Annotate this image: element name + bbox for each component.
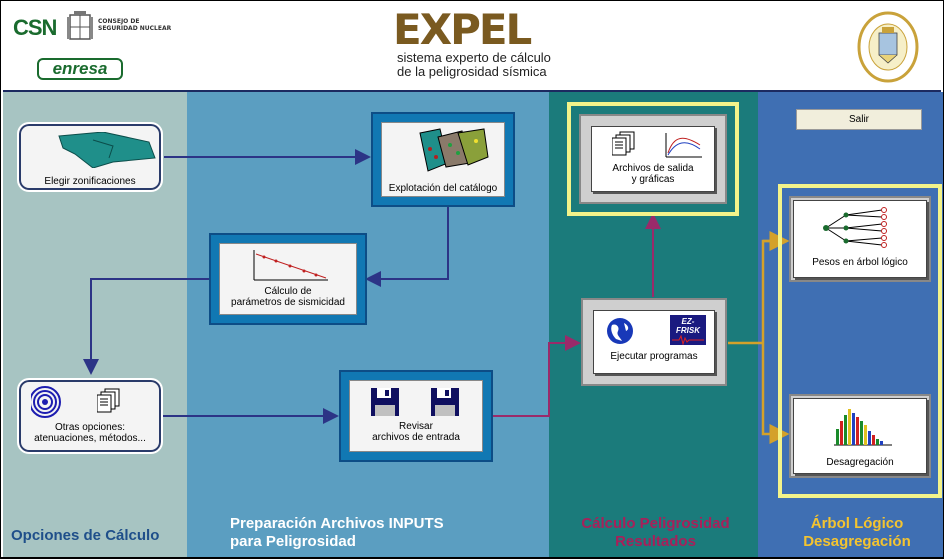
archivos-salida-line2: y gráficas: [631, 174, 675, 185]
revisar-archivos-line2: archivos de entrada: [372, 432, 460, 443]
logic-tree-icon: [823, 207, 887, 248]
revisar-archivos-label: Revisar archivos de entrada: [350, 421, 482, 443]
expel-subtitle-line2: de la peligrosidad sísmica: [397, 64, 547, 79]
calculo-column-title: Cálculo Peligrosidad Resultados: [553, 515, 758, 551]
ezfrisk-icon: EZ-FRISK: [670, 315, 706, 346]
regression-chart-icon: [253, 250, 328, 281]
coat-of-arms-icon: [67, 11, 93, 40]
elegir-zonificaciones-label: Elegir zonificaciones: [44, 176, 136, 187]
calculo-title-line1: Cálculo Peligrosidad: [581, 515, 730, 532]
csn-subtitle: CONSEJO DE SEGURIDAD NUCLEAR: [98, 18, 171, 32]
documents-icon: [612, 131, 635, 156]
salida-highlight-frame: [567, 102, 739, 216]
preparacion-column-title: Preparación Archivos INPUTS para Peligro…: [230, 515, 444, 551]
explotacion-catalogo-panel: Explotación del catálogo: [381, 122, 505, 197]
pesos-arbol-panel: Pesos en árbol lógico: [793, 200, 927, 278]
revisar-archivos-line1: Revisar: [399, 421, 433, 432]
preparacion-title-line2: para Peligrosidad: [230, 533, 356, 550]
arrow-catalogo-parametros: [365, 207, 449, 287]
otras-opciones-button[interactable]: Otras opciones: atenuaciones, métodos...: [17, 378, 163, 454]
ezfrisk-label: EZ-FRISK: [676, 317, 700, 335]
globe-icon: [607, 318, 633, 344]
floppy-disk-icon: [431, 388, 459, 416]
opciones-column-title: Opciones de Cálculo: [11, 527, 160, 544]
otras-opciones-line1: Otras opciones:: [54, 422, 126, 433]
explotacion-catalogo-label: Explotación del catálogo: [388, 183, 498, 194]
expel-subtitle-line1: sistema experto de cálculo: [397, 50, 551, 65]
ejecutar-programas-label: Ejecutar programas: [610, 351, 698, 362]
explotacion-catalogo-button[interactable]: Explotación del catálogo: [371, 112, 515, 207]
documents-icon: [97, 388, 120, 413]
arrow-parametros-otras: [83, 278, 209, 375]
catalog-map-icon: [419, 128, 489, 172]
expel-subtitle: sistema experto de cálculo de la peligro…: [397, 51, 551, 79]
pesos-arbol-button[interactable]: Pesos en árbol lógico: [789, 196, 931, 282]
csn-subtitle-line2: SEGURIDAD NUCLEAR: [98, 25, 172, 32]
csn-logo: CSN: [13, 15, 57, 40]
archivos-salida-label: Archivos de salida y gráficas: [592, 163, 714, 185]
desagregacion-button[interactable]: Desagregación: [789, 394, 931, 478]
preparacion-title-line1: Preparación Archivos INPUTS: [230, 515, 444, 532]
header-banner: CSN CONSEJO DE SEGURIDAD NUCLEAR enresa …: [3, 3, 941, 92]
floppy-disk-icon: [371, 388, 399, 416]
disaggregation-histogram-icon: [834, 409, 892, 446]
attenuation-waves-icon: [31, 386, 61, 418]
revisar-archivos-button[interactable]: Revisar archivos de entrada: [339, 370, 493, 462]
revisar-archivos-panel: Revisar archivos de entrada: [349, 380, 483, 452]
arbol-title-line2: Desagregación: [803, 533, 911, 550]
calculo-parametros-button[interactable]: Cálculo de parámetros de sismicidad: [209, 233, 367, 325]
calculo-parametros-line2: parámetros de sismicidad: [231, 297, 345, 308]
calculo-parametros-panel: Cálculo de parámetros de sismicidad: [219, 243, 357, 315]
otras-opciones-label: Otras opciones: atenuaciones, métodos...: [19, 422, 161, 444]
enresa-logo: enresa: [37, 58, 123, 80]
ejecutar-programas-panel: EZ-FRISK Ejecutar programas: [593, 310, 715, 374]
arbol-highlight-frame: [778, 184, 942, 498]
archivos-salida-panel: Archivos de salida y gráficas: [591, 126, 715, 192]
expel-logo-word: EXPEL: [393, 5, 532, 54]
curves-graph-icon: [665, 133, 702, 158]
csn-subtitle-line1: CONSEJO DE: [98, 18, 140, 25]
calculo-parametros-label: Cálculo de parámetros de sismicidad: [220, 286, 356, 308]
calculo-title-line2: Resultados: [615, 533, 696, 550]
archivos-salida-button[interactable]: Archivos de salida y gráficas: [579, 114, 727, 204]
salir-button[interactable]: Salir: [796, 109, 922, 130]
desagregacion-panel: Desagregación: [793, 398, 927, 474]
arrow-revisar-ejecutar: [493, 335, 581, 417]
archivos-salida-line1: Archivos de salida: [612, 163, 694, 174]
elegir-zonificaciones-button[interactable]: Elegir zonificaciones: [17, 122, 163, 192]
expel-logo: EXPEL sistema experto de cálculo de la p…: [393, 9, 561, 81]
column-arbol: [758, 92, 943, 557]
ejecutar-programas-button[interactable]: EZ-FRISK Ejecutar programas: [581, 298, 727, 386]
zonification-map-icon: [58, 132, 156, 168]
pesos-arbol-label: Pesos en árbol lógico: [812, 257, 908, 268]
university-seal-icon: [857, 11, 919, 83]
calculo-parametros-line1: Cálculo de: [264, 286, 312, 297]
arbol-title-line1: Árbol Lógico: [810, 515, 904, 532]
otras-opciones-line2: atenuaciones, métodos...: [34, 433, 146, 444]
desagregacion-label: Desagregación: [826, 457, 894, 468]
arbol-column-title: Árbol Lógico Desagregación: [771, 515, 943, 551]
